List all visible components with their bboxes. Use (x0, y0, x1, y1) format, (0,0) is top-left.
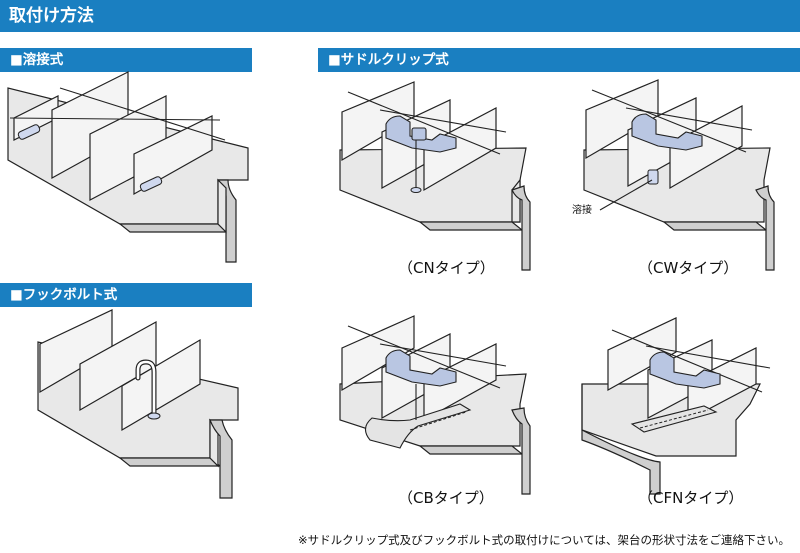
footnote: ※サドルクリップ式及びフックボルト式の取付けについては、架台の形状寸法をご連絡下… (298, 533, 791, 547)
caption-cw-type: （CWタイプ） (638, 259, 739, 277)
section-header-welding: ■溶接式 (0, 48, 252, 72)
weld-callout-label: 溶接 (572, 205, 592, 216)
caption-cn-type: （CNタイプ） (398, 259, 495, 277)
section-header-hook-bolt: ■フックボルト式 (0, 283, 252, 307)
section-header-saddle-clip: ■サドルクリップ式 (318, 48, 800, 72)
caption-cb-type: （CBタイプ） (398, 489, 494, 507)
page-title: 取付け方法 (0, 0, 800, 32)
caption-cfn-type: （CFNタイプ） (638, 489, 744, 507)
